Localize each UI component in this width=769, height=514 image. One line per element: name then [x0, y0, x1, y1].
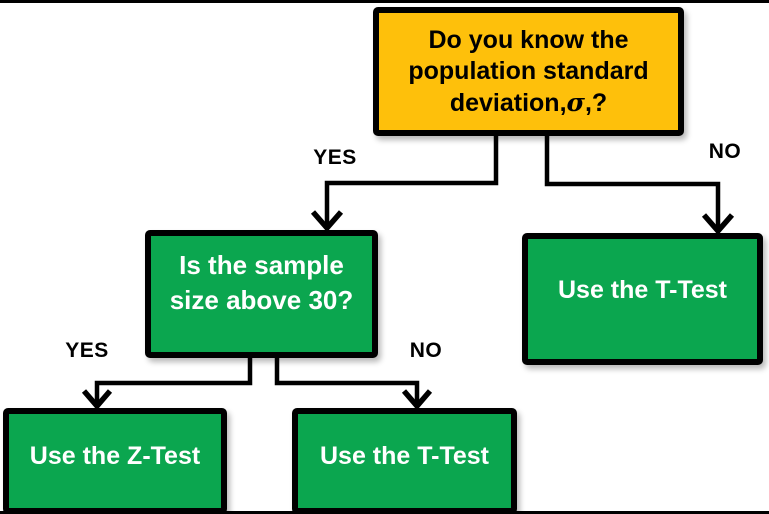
edge-sample-yes-arrow [81, 356, 253, 411]
sigma-symbol: σ [566, 87, 585, 117]
edge-label-root-yes: YES [313, 146, 357, 169]
t-test-bottom-label: Use the T-Test [319, 442, 490, 470]
edge-label-root-no: NO [708, 140, 742, 163]
sample-question-line1: Is the sample [179, 250, 344, 280]
root-question-line3: deviation,σ,? [449, 87, 608, 117]
z-test-label: Use the Z-Test [29, 442, 201, 470]
node-t-test-bottom: Use the T-Test [292, 408, 517, 514]
edge-label-sample-yes: YES [65, 339, 109, 362]
edge-sample-no-arrow [274, 356, 433, 411]
node-z-test: Use the Z-Test [3, 408, 227, 514]
root-question-line1: Do you know the [428, 25, 629, 54]
top-border-line [0, 0, 769, 3]
bottom-border-line [0, 511, 769, 514]
root-question-line2: population standard [408, 56, 649, 85]
node-t-test-right: Use the T-Test [522, 233, 763, 365]
t-test-right-label: Use the T-Test [557, 276, 728, 304]
edge-label-sample-no: NO [409, 339, 443, 362]
node-sample-size-question: Is the sample size above 30? [145, 230, 378, 358]
node-root-question: Do you know the population standard devi… [373, 7, 684, 136]
sample-question-line2: size above 30? [169, 285, 354, 315]
